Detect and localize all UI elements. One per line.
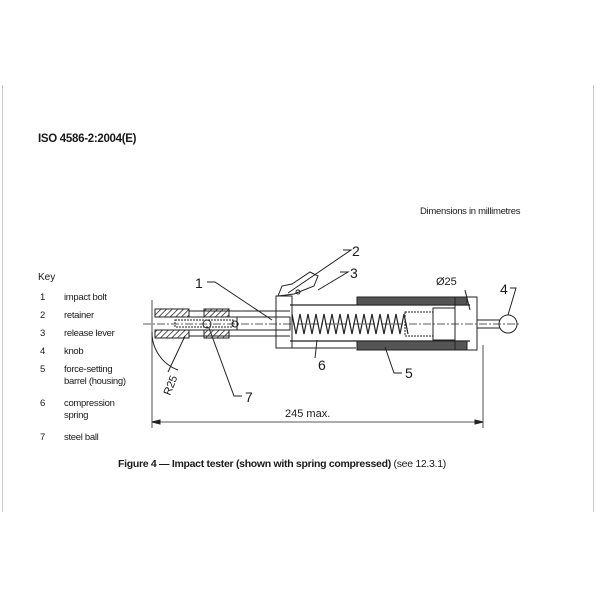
key-label: retainer bbox=[64, 310, 94, 321]
key-label: steel ball bbox=[64, 432, 99, 443]
caption-reference: (see 12.3.1) bbox=[390, 458, 447, 470]
page-border-left bbox=[2, 85, 3, 512]
callout-1: 1 bbox=[195, 275, 203, 291]
key-label: release lever bbox=[64, 328, 115, 339]
caption-title: Figure 4 — Impact tester (shown with spr… bbox=[118, 458, 391, 470]
key-label: compression spring bbox=[64, 398, 115, 421]
callout-2: 2 bbox=[352, 243, 360, 259]
radius-label: R25 bbox=[162, 374, 181, 397]
steel-ball bbox=[202, 319, 212, 329]
dimensions-note: Dimensions in millimetres bbox=[420, 206, 521, 217]
callout-4: 4 bbox=[500, 281, 508, 297]
key-num: 2 bbox=[40, 310, 46, 321]
key-num: 6 bbox=[40, 398, 46, 409]
key-num: 4 bbox=[40, 346, 46, 357]
standard-header: ISO 4586-2:2004(E) bbox=[38, 133, 137, 145]
callout-6: 6 bbox=[318, 357, 326, 373]
key-num: 5 bbox=[40, 364, 46, 375]
page-border-right bbox=[593, 85, 594, 512]
callout-7: 7 bbox=[245, 389, 253, 405]
key-label: impact bolt bbox=[64, 292, 107, 303]
key-num: 1 bbox=[40, 292, 46, 303]
callout-3: 3 bbox=[350, 265, 358, 281]
diameter-label: Ø25 bbox=[436, 276, 457, 288]
key-title: Key bbox=[38, 272, 56, 283]
callout-5: 5 bbox=[405, 365, 413, 381]
key-label: knob bbox=[64, 346, 84, 357]
key-num: 7 bbox=[40, 432, 46, 443]
release-lever bbox=[277, 271, 319, 297]
compression-spring bbox=[291, 313, 409, 335]
length-label: 245 max. bbox=[285, 408, 330, 420]
figure-caption: Figure 4 — Impact tester (shown with spr… bbox=[118, 458, 446, 470]
key-num: 3 bbox=[40, 328, 46, 339]
key-label: force-setting barrel (housing) bbox=[64, 364, 126, 387]
